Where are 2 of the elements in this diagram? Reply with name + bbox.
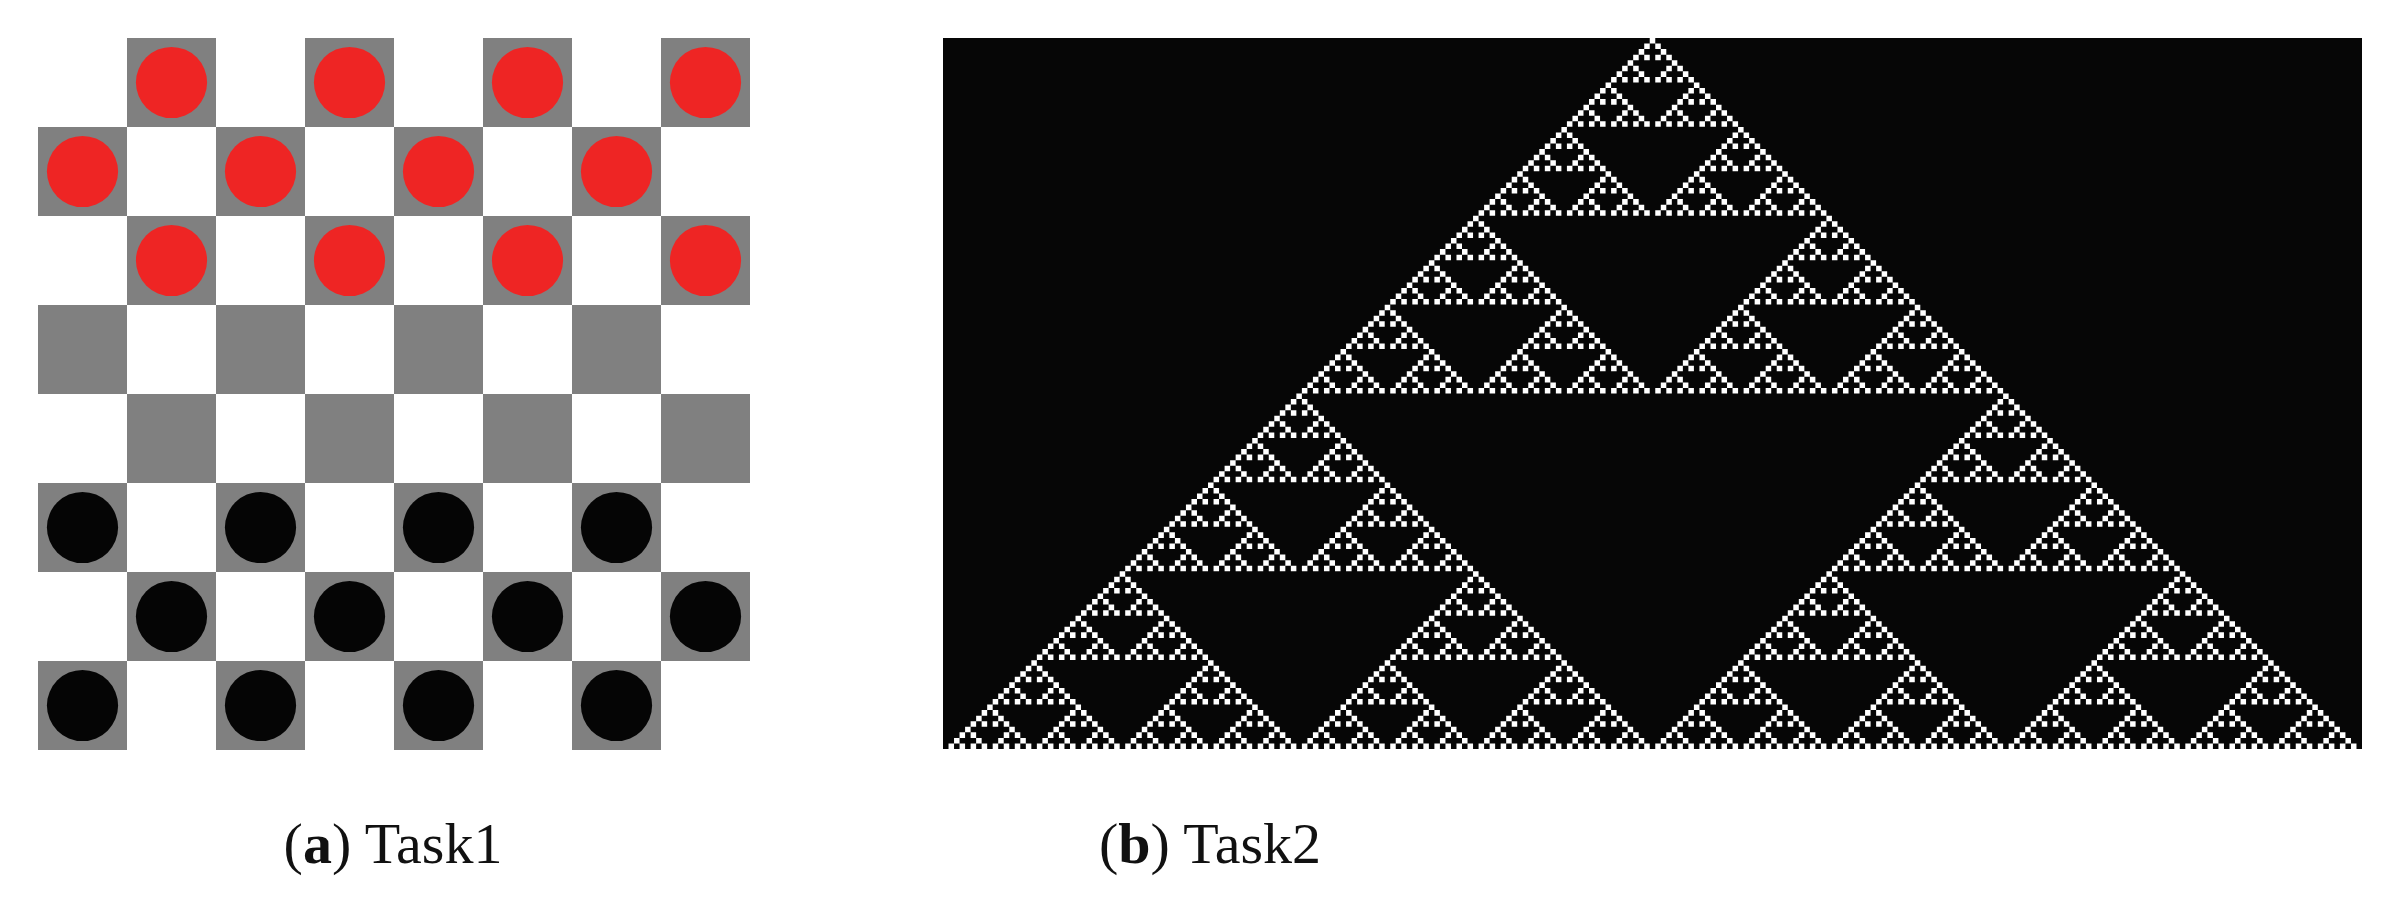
panel-caption: (a) Task1 <box>283 810 503 877</box>
panel-caption: (b) Task2 <box>1098 810 1322 877</box>
